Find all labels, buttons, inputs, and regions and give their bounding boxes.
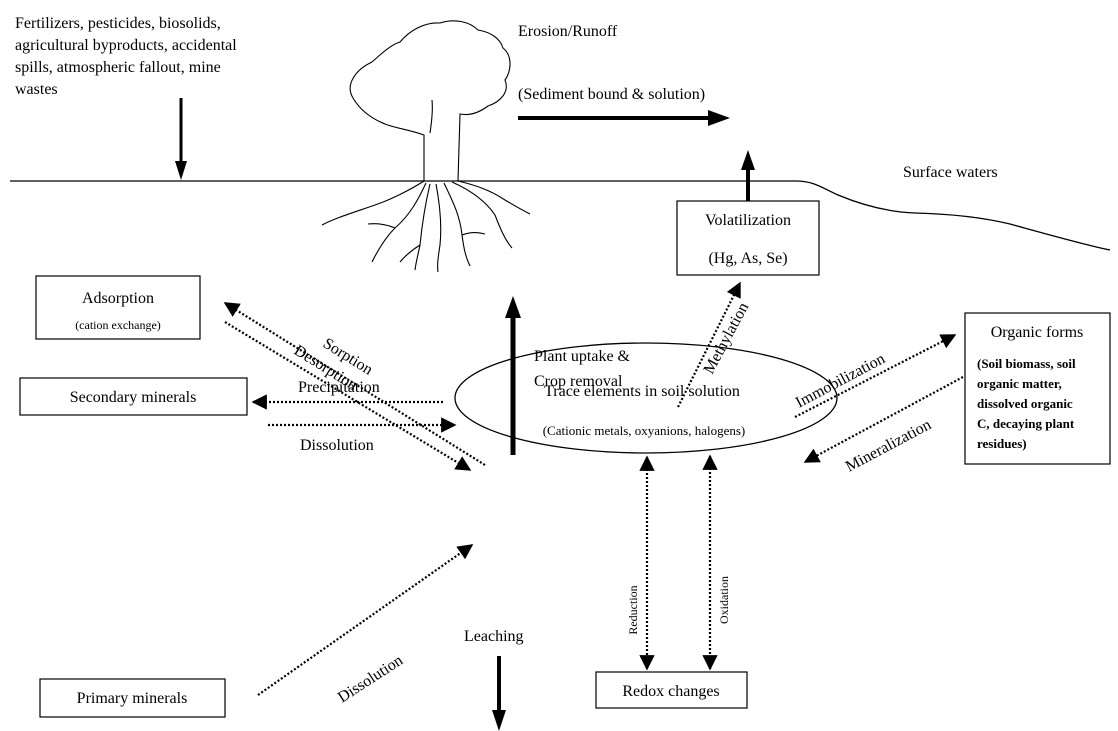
inputs-label: Fertilizers, pesticides, biosolids, agri… xyxy=(15,15,237,98)
erosion-title: Erosion/Runoff xyxy=(518,23,618,40)
oxidation-label: Oxidation xyxy=(717,576,731,624)
adsorption-subtitle: (cation exchange) xyxy=(75,318,161,332)
mineralization-label: Mineralization xyxy=(843,416,934,475)
methylation-arrow xyxy=(677,281,741,408)
surface-waters-label: Surface waters xyxy=(903,164,998,181)
organic-forms-line-5: residues) xyxy=(977,436,1027,451)
inputs-line-4: wastes xyxy=(15,81,58,98)
organic-forms-line-2: organic matter, xyxy=(977,376,1062,391)
inputs-down-arrow xyxy=(175,98,187,180)
inputs-line-3: spills, atmospheric fallout, mine xyxy=(15,59,221,76)
dissolution-primary-label: Dissolution xyxy=(335,652,406,706)
dissolution-secondary-label: Dissolution xyxy=(300,437,374,454)
inputs-line-2: agricultural byproducts, accidental xyxy=(15,37,237,54)
plant-uptake-label-2: Crop removal xyxy=(534,373,623,390)
inputs-line-1: Fertilizers, pesticides, biosolids, xyxy=(15,15,221,32)
volatilization-up-arrow xyxy=(741,150,755,201)
ground-surface-line xyxy=(10,180,1111,251)
dissolution-primary-arrow xyxy=(257,544,474,696)
adsorption-title: Adsorption xyxy=(82,290,154,307)
erosion-arrow xyxy=(518,110,730,126)
immobilization-arrow xyxy=(794,334,957,418)
leaching-label: Leaching xyxy=(464,628,524,645)
plant-uptake-label-1: Plant uptake & xyxy=(534,348,631,365)
reduction-label: Reduction xyxy=(626,585,640,634)
tree-illustration xyxy=(321,20,531,273)
organic-forms-title: Organic forms xyxy=(991,324,1084,341)
organic-forms-line-3: dissolved organic xyxy=(977,396,1073,411)
volatilization-elements: (Hg, As, Se) xyxy=(708,250,787,267)
erosion-subtitle: (Sediment bound & solution) xyxy=(518,86,705,103)
plant-uptake-arrow xyxy=(505,296,521,455)
volatilization-title: Volatilization xyxy=(705,212,791,229)
secondary-minerals-label: Secondary minerals xyxy=(70,389,197,406)
sorption-arrow xyxy=(223,302,486,466)
organic-forms-line-4: C, decaying plant xyxy=(977,416,1075,431)
mineralization-arrow xyxy=(803,376,964,463)
adsorption-box: Adsorption (cation exchange) xyxy=(35,275,201,340)
organic-forms-line-1: (Soil biomass, soil xyxy=(977,356,1076,371)
soil-solution-ellipse: Trace elements in soil solution (Cationi… xyxy=(454,342,838,454)
secondary-minerals-box: Secondary minerals xyxy=(19,377,248,416)
primary-minerals-label: Primary minerals xyxy=(77,690,188,707)
volatilization-box: Volatilization (Hg, As, Se) xyxy=(676,200,820,276)
redox-changes-label: Redox changes xyxy=(622,683,719,700)
precipitation-label: Precipitation xyxy=(298,379,380,396)
primary-minerals-box: Primary minerals xyxy=(39,678,226,718)
soil-solution-title: Trace elements in soil solution xyxy=(544,383,740,400)
redox-changes-box: Redox changes xyxy=(595,671,748,709)
soil-solution-subtitle: (Cationic metals, oxyanions, halogens) xyxy=(543,423,746,438)
organic-forms-box: Organic forms (Soil biomass, soil organi… xyxy=(964,312,1111,465)
leaching-arrow xyxy=(492,656,506,731)
